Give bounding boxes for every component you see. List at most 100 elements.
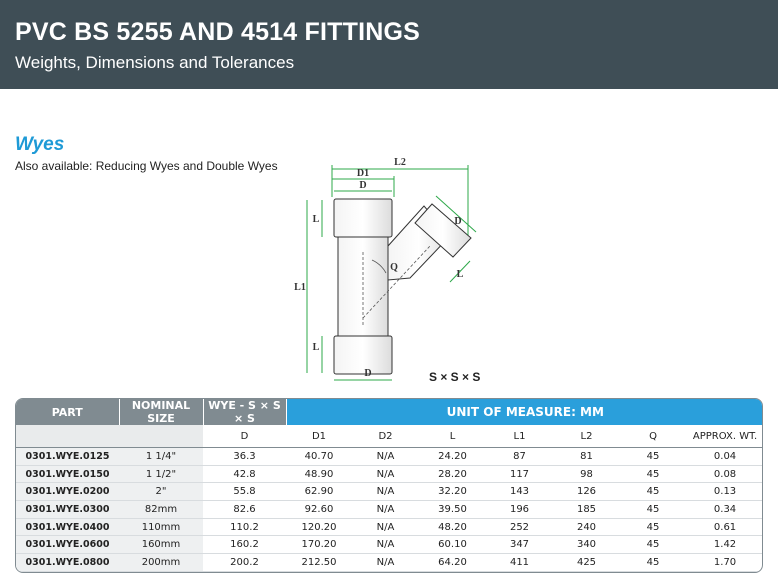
cell-l2: 425: [553, 553, 620, 572]
cell-d2: N/A: [352, 535, 419, 555]
wye-diagram: L2 D1 D L L1 L D D L Q: [294, 157, 477, 381]
cell-nominal: 110mm: [119, 518, 203, 537]
table-row: 0301.WYE.0125 1 1/4" 36.3 40.70 N/A 24.2…: [16, 447, 762, 466]
cell-d1: 120.20: [286, 518, 352, 537]
dim-label-d-branch: D: [454, 216, 461, 227]
table-row: 0301.WYE.0400 110mm 110.2 120.20 N/A 48.…: [16, 518, 762, 537]
table-row: 0301.WYE.0300 82mm 82.6 92.60 N/A 39.50 …: [16, 500, 762, 519]
dim-label-l-top: L: [313, 214, 320, 225]
cell-d2: N/A: [352, 482, 419, 502]
table-row: 0301.WYE.0200 2" 55.8 62.90 N/A 32.20 14…: [16, 482, 762, 502]
subheader-cell: [119, 425, 203, 448]
cell-l2: 98: [553, 465, 620, 484]
cell-d2: N/A: [352, 518, 419, 537]
cell-l1: 87: [486, 447, 553, 466]
cell-l2: 126: [553, 482, 620, 502]
cell-part: 0301.WYE.0300: [16, 500, 119, 519]
cell-part: 0301.WYE.0200: [16, 482, 119, 502]
cell-d: 200.2: [203, 553, 286, 572]
cell-d1: 62.90: [286, 482, 352, 502]
cell-l2: 340: [553, 535, 620, 555]
cell-l: 24.20: [419, 447, 486, 466]
subheader-d1: D1: [286, 425, 352, 448]
cell-d2: N/A: [352, 500, 419, 519]
cell-l2: 81: [553, 447, 620, 466]
dimensions-table: PART NOMINAL SIZE WYE - S × S × S UNIT O…: [16, 399, 762, 572]
cell-part: 0301.WYE.0400: [16, 518, 119, 537]
cell-d1: 40.70: [286, 447, 352, 466]
cell-d2: N/A: [352, 447, 419, 466]
dim-label-l1: L1: [294, 282, 306, 293]
subheader-cell: [16, 425, 119, 448]
col-header-wye: WYE - S × S × S: [203, 399, 287, 425]
page-subtitle: Weights, Dimensions and Tolerances: [15, 53, 295, 72]
cell-d1: 48.90: [286, 465, 352, 484]
dim-label-l2: L2: [394, 157, 406, 168]
table-row: 0301.WYE.0600 160mm 160.2 170.20 N/A 60.…: [16, 535, 762, 555]
fitting-body: [333, 198, 472, 375]
cell-q: 45: [620, 518, 686, 537]
cell-d: 82.6: [203, 500, 286, 519]
cell-nominal: 200mm: [119, 553, 203, 572]
cell-d1: 92.60: [286, 500, 352, 519]
dimensions-table-wrap: PART NOMINAL SIZE WYE - S × S × S UNIT O…: [15, 398, 763, 573]
subheader-l1: L1: [486, 425, 553, 448]
cell-part: 0301.WYE.0600: [16, 535, 119, 555]
cell-l2: 240: [553, 518, 620, 537]
cell-l: 32.20: [419, 482, 486, 502]
cell-nominal: 2": [119, 482, 203, 502]
cell-nominal: 1 1/4": [119, 447, 203, 466]
cell-nominal: 82mm: [119, 500, 203, 519]
dim-label-q: Q: [390, 262, 398, 273]
variant-label: S × S × S: [429, 370, 481, 384]
cell-part: 0301.WYE.0150: [16, 465, 119, 484]
cell-weight: 0.34: [686, 500, 762, 519]
cell-d: 160.2: [203, 535, 286, 555]
dimension-lines: [306, 165, 477, 381]
cell-weight: 0.08: [686, 465, 762, 484]
table-header-row: PART NOMINAL SIZE WYE - S × S × S UNIT O…: [16, 399, 762, 425]
cell-l1: 143: [486, 482, 553, 502]
cell-q: 45: [620, 465, 686, 484]
cell-l1: 196: [486, 500, 553, 519]
cell-nominal: 1 1/2": [119, 465, 203, 484]
cell-l: 48.20: [419, 518, 486, 537]
cell-q: 45: [620, 447, 686, 466]
cell-l1: 252: [486, 518, 553, 537]
cell-weight: 1.70: [686, 553, 762, 572]
cell-nominal: 160mm: [119, 535, 203, 555]
cell-d: 36.3: [203, 447, 286, 466]
cell-l1: 117: [486, 465, 553, 484]
cell-l1: 411: [486, 553, 553, 572]
table-subheader-row: D D1 D2 L L1 L2 Q APPROX. WT.: [16, 425, 762, 448]
subheader-weight: APPROX. WT.: [686, 425, 762, 448]
cell-part: 0301.WYE.0800: [16, 553, 119, 572]
col-header-uom: UNIT OF MEASURE: MM: [286, 399, 762, 425]
cell-l: 64.20: [419, 553, 486, 572]
cell-d1: 212.50: [286, 553, 352, 572]
cell-q: 45: [620, 500, 686, 519]
cell-q: 45: [620, 535, 686, 555]
table-row: 0301.WYE.0150 1 1/2" 42.8 48.90 N/A 28.2…: [16, 465, 762, 484]
cell-weight: 0.04: [686, 447, 762, 466]
subheader-l2: L2: [553, 425, 620, 448]
cell-l1: 347: [486, 535, 553, 555]
cell-weight: 1.42: [686, 535, 762, 555]
cell-d2: N/A: [352, 465, 419, 484]
cell-part: 0301.WYE.0125: [16, 447, 119, 466]
dim-label-d1: D1: [357, 168, 369, 179]
subheader-d: D: [203, 425, 286, 448]
col-header-nominal: NOMINAL SIZE: [119, 399, 204, 425]
cell-l: 28.20: [419, 465, 486, 484]
centerlines: [362, 245, 431, 326]
cell-d: 42.8: [203, 465, 286, 484]
section-title: Wyes: [15, 134, 65, 155]
cell-d: 110.2: [203, 518, 286, 537]
page-title: PVC BS 5255 AND 4514 FITTINGS: [15, 18, 421, 46]
subheader-q: Q: [620, 425, 686, 448]
subheader-d2: D2: [352, 425, 419, 448]
cell-d2: N/A: [352, 553, 419, 572]
subheader-l: L: [419, 425, 486, 448]
cell-weight: 0.61: [686, 518, 762, 537]
cell-q: 45: [620, 553, 686, 572]
